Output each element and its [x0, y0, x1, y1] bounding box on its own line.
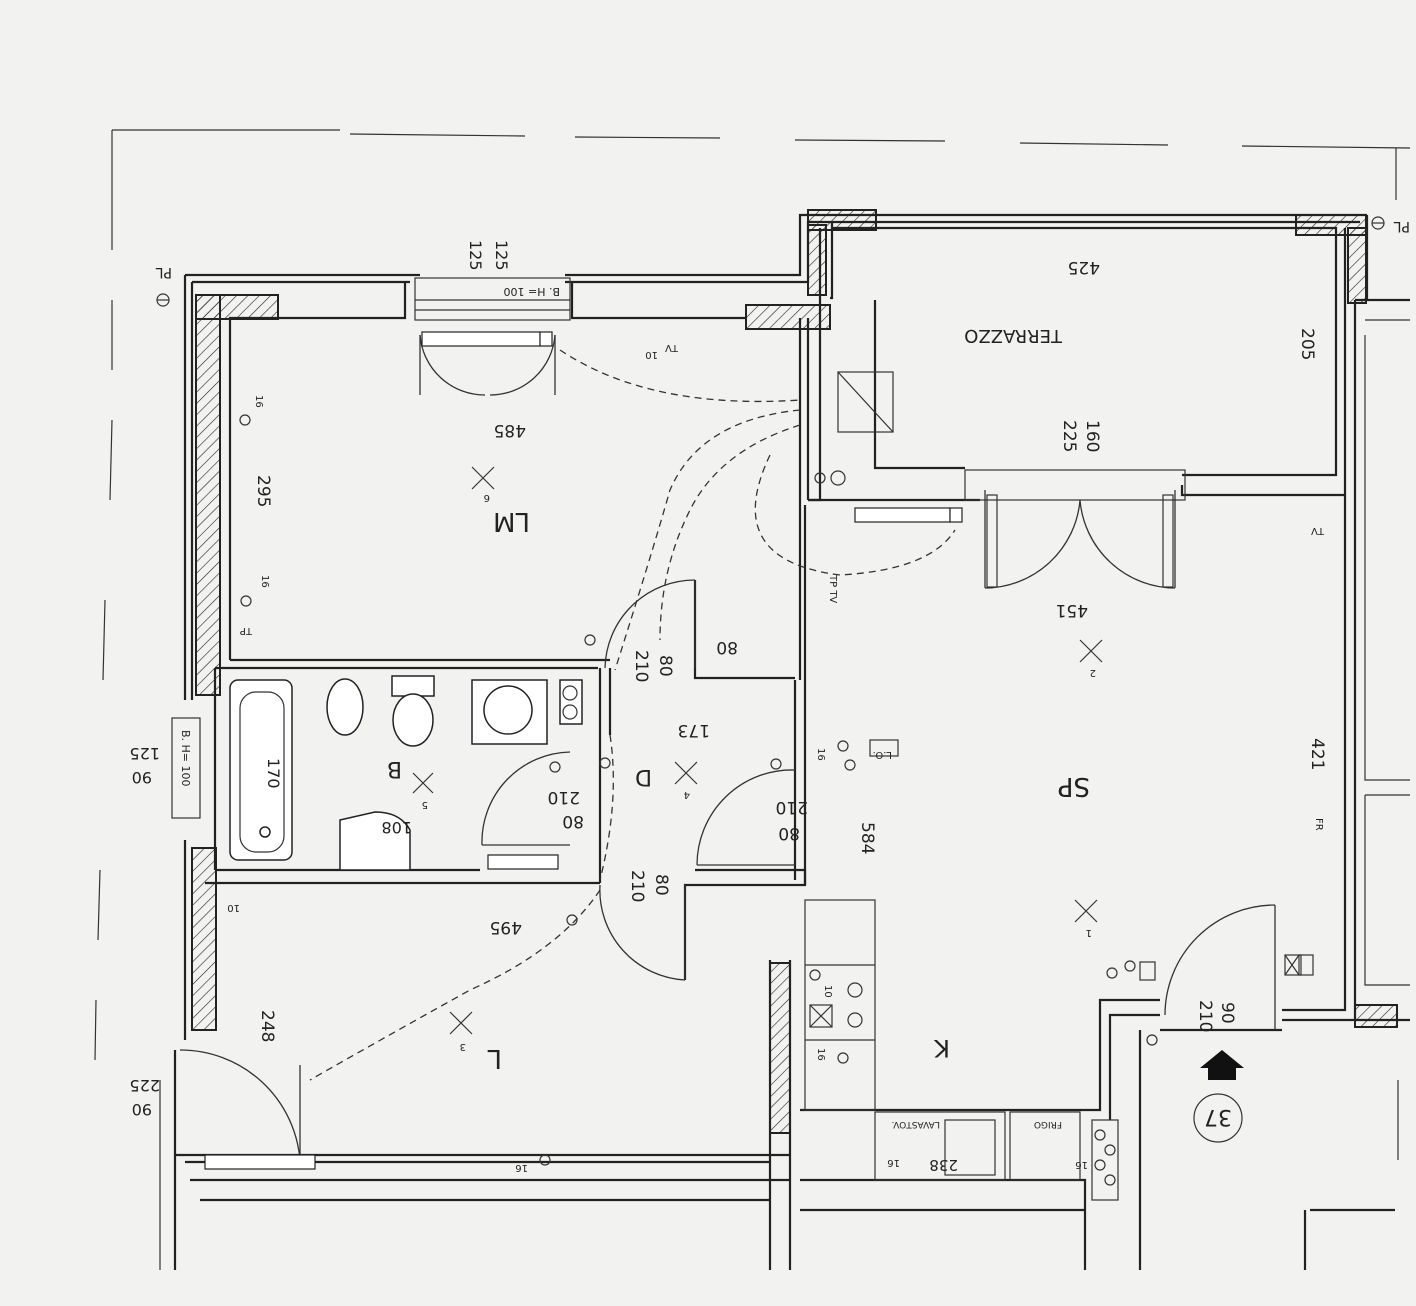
symbol-labels: PL PL TV TV TP TV TP L.O. FR 16 16 16 16… [156, 218, 1410, 1173]
property-boundary [94, 129, 1411, 1270]
lm-index: 6 [484, 492, 490, 503]
corridor-dim: 80 [716, 637, 738, 657]
door-dimensions: 225 160 80 210 210 80 210 80 80 210 90 2… [548, 420, 1237, 1032]
d-dim: 173 [678, 720, 710, 740]
entry-door-b: 210 [1195, 1000, 1215, 1032]
l-index: 3 [460, 1041, 466, 1052]
terrazzo-label: TERRAZZO [964, 325, 1063, 346]
bath-dim: 170 [264, 758, 283, 789]
ten-label-2: 10 [227, 902, 240, 913]
sp-mid-dim: 584 [857, 822, 877, 854]
lm-door-a: 80 [655, 655, 675, 677]
lm-window-h1: 125 [466, 240, 485, 271]
terrazzo-depth: 205 [1297, 328, 1317, 360]
b-door-b: 80 [562, 811, 584, 831]
pl-left-label: PL [156, 264, 172, 280]
ten-label-1: 10 [645, 349, 658, 360]
k-label: K [933, 1034, 950, 1062]
sp-width: 451 [1056, 600, 1088, 620]
sp-depth: 421 [1307, 738, 1327, 770]
lm-width: 485 [494, 420, 526, 440]
unit-number: 37 [1204, 1104, 1232, 1129]
window-dimensions: 125 125 B. H= 100 B. H= 100 125 90 225 9… [129, 240, 560, 1119]
terrazzo-door-a: 225 [1059, 420, 1079, 452]
sixteen-label-1: 16 [253, 395, 264, 408]
ten-label-3: 10 [822, 985, 833, 998]
light-point-markers [412, 466, 1103, 1035]
b-door-a: 210 [548, 787, 580, 807]
circuit-lines [309, 349, 956, 1081]
pl-right-label: PL [1394, 218, 1410, 234]
lm-door-b: 210 [631, 650, 651, 682]
lm-window-h2: 125 [492, 240, 511, 271]
b-window-b: 90 [132, 768, 152, 787]
b-window-a: 125 [129, 744, 160, 763]
walls [173, 213, 1410, 1270]
sp-label: SP [1058, 771, 1090, 801]
windows [171, 277, 1186, 819]
k-appliance-1: LAVASTOV. [891, 1119, 940, 1129]
l-depth: 248 [257, 1010, 277, 1042]
bathroom-fixtures [229, 675, 583, 871]
lm-label: LM [493, 506, 530, 536]
sixteen-label-2: 16 [259, 575, 270, 588]
tp-label: TP [240, 625, 253, 636]
d-sp-door-b: 80 [778, 823, 800, 843]
doors [179, 334, 1276, 1161]
sixteen-label-3: 16 [815, 748, 826, 761]
sink-dim: 108 [381, 818, 412, 837]
lm-depth: 295 [253, 475, 273, 507]
terrazzo-door-b: 160 [1082, 420, 1102, 452]
l-door-a: 80 [651, 874, 671, 896]
structural-columns [191, 209, 1398, 1134]
electrical-symbols [156, 216, 1385, 1186]
l-label: L [487, 1043, 502, 1073]
d-sp-door-a: 210 [776, 797, 808, 817]
tv-label-lm: TV [665, 342, 679, 353]
d-label: D [635, 764, 652, 789]
sixteen-label-7: 16 [1075, 1159, 1088, 1170]
room-index-numbers: 6 2 1 4 5 3 [422, 492, 1096, 1052]
radiators [204, 331, 963, 1170]
sp-index-bottom: 1 [1086, 927, 1092, 938]
l-width: 495 [490, 917, 522, 937]
k-appliance-2: FRIGO [1034, 1119, 1062, 1129]
room-labels: TERRAZZO 425 205 LM 485 295 SP 451 421 5… [253, 257, 1327, 1174]
sixteen-label-6: 16 [887, 1157, 900, 1168]
lm-window-note: B. H= 100 [503, 285, 560, 298]
l-window-a: 225 [129, 1076, 160, 1095]
terrazzo-width: 425 [1068, 257, 1100, 277]
l-door-b: 210 [627, 870, 647, 902]
sp-index-top: 2 [1090, 667, 1096, 678]
k-counter-dim: 238 [929, 1156, 958, 1174]
l-window-b: 90 [132, 1100, 152, 1119]
sixteen-label-5: 16 [815, 1048, 826, 1061]
tp-tv-label: TP TV [827, 574, 838, 603]
entry-door-a: 90 [1217, 1002, 1237, 1024]
fr-label: FR [1313, 818, 1324, 831]
kitchen-fixtures [804, 371, 1302, 1201]
tv-label-sp: TV [1311, 525, 1325, 536]
b-index: 5 [422, 799, 428, 810]
d-index: 4 [684, 789, 690, 800]
b-window-note: B. H= 100 [179, 730, 192, 787]
sixteen-label-4: 16 [515, 1162, 528, 1173]
entry-arrow-icon [1193, 1050, 1244, 1143]
b-label: B [387, 756, 402, 781]
lo-label: L.O. [873, 749, 892, 760]
